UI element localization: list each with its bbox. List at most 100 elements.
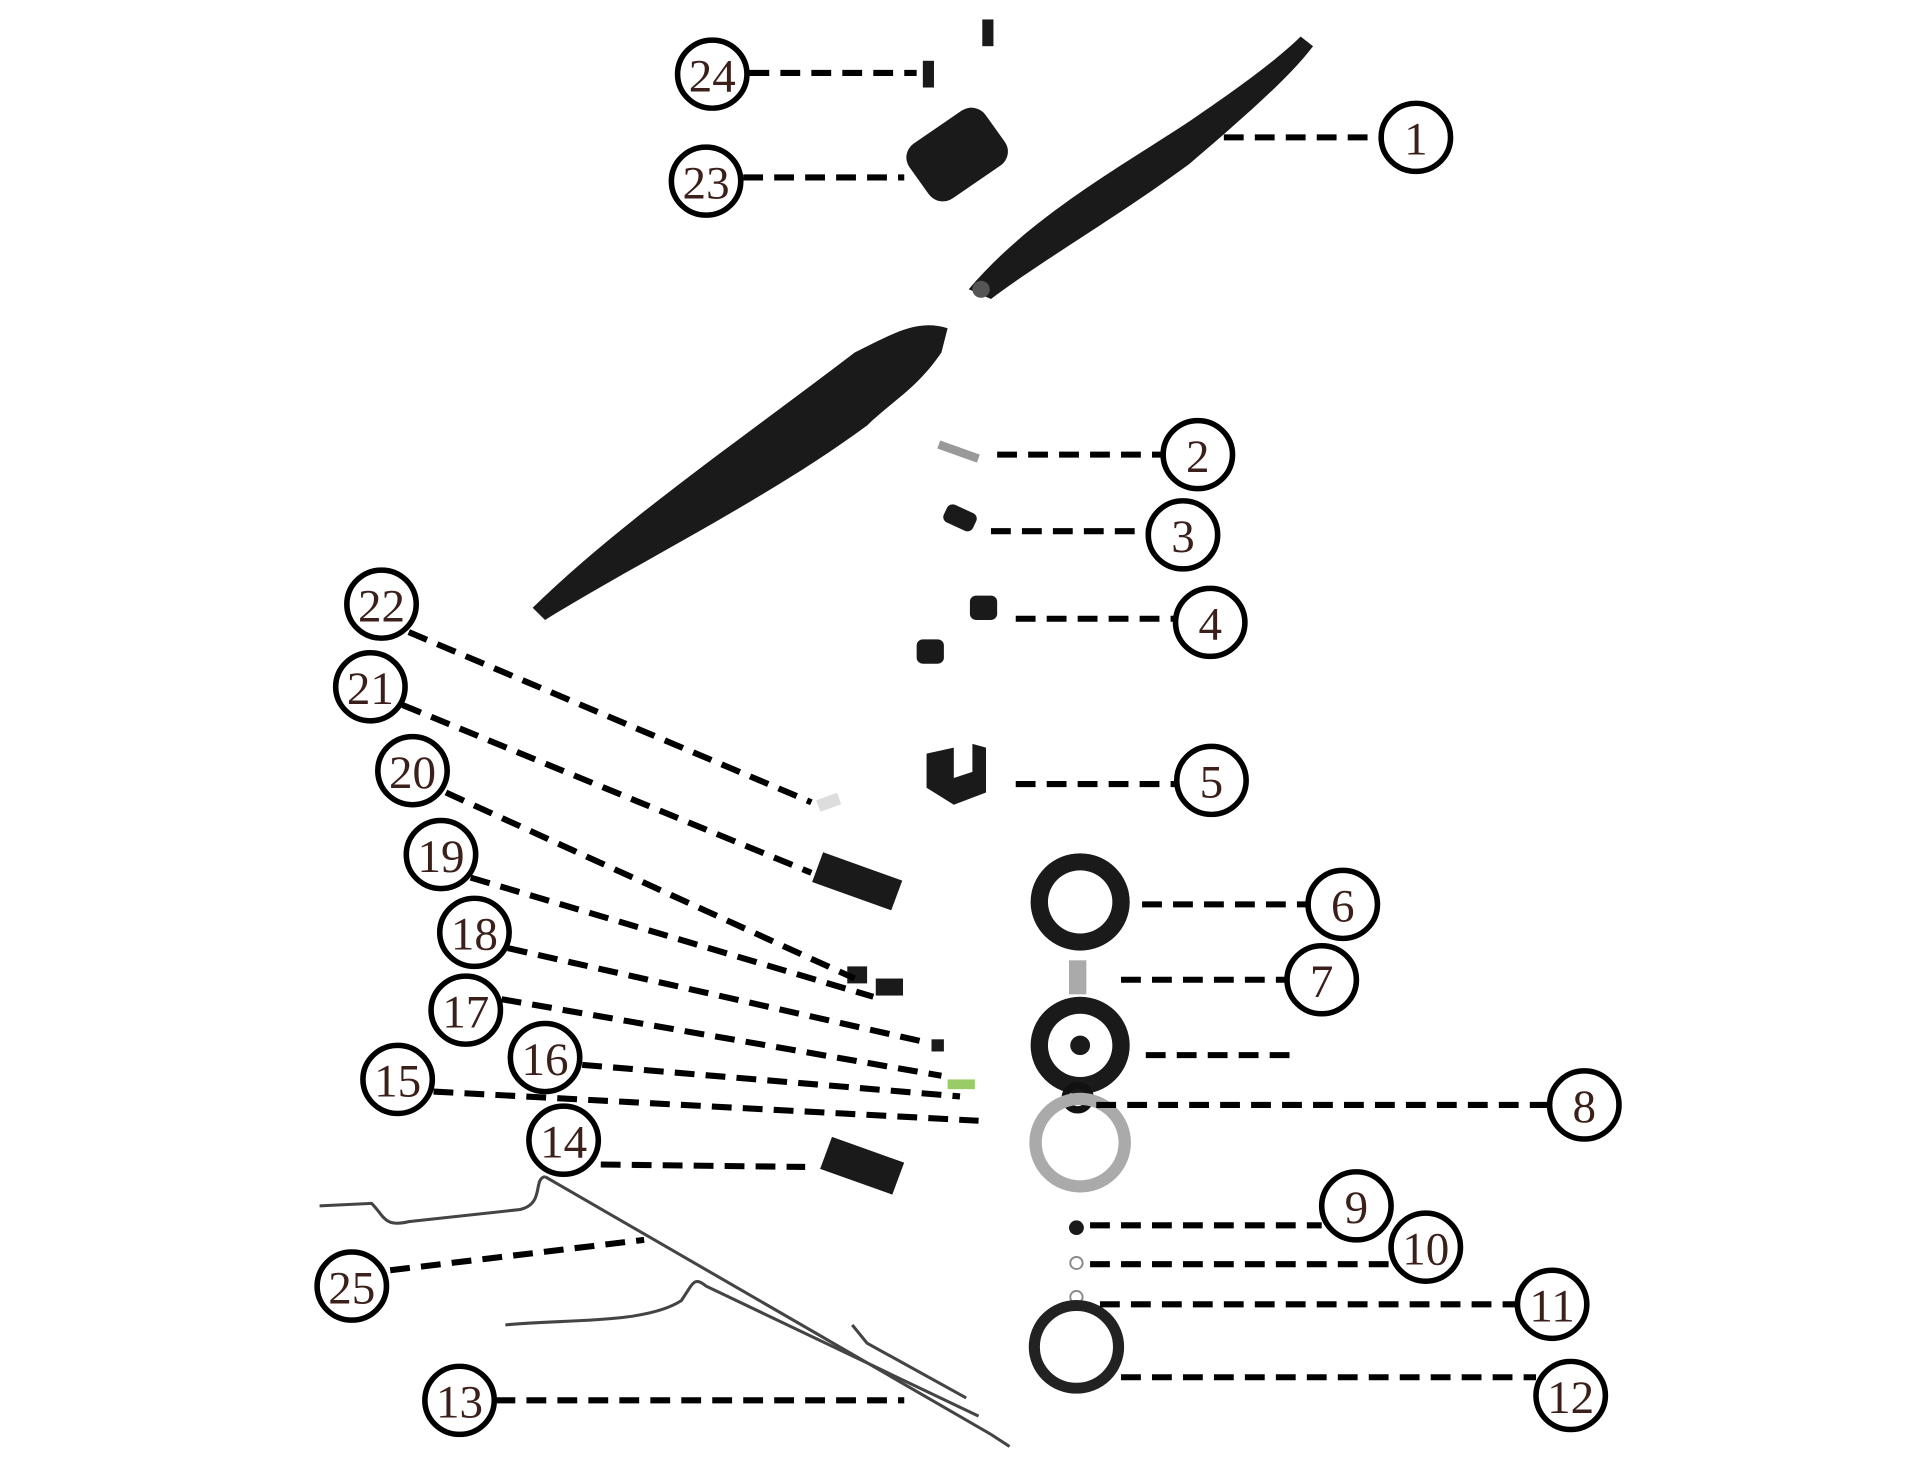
callout-number: 18	[451, 909, 498, 961]
damper-2	[916, 639, 944, 664]
callout-circle	[1318, 1169, 1394, 1243]
washer-9	[1069, 1220, 1084, 1236]
gear-hub	[1070, 1035, 1091, 1056]
callout-10: 10	[1388, 1210, 1464, 1284]
mount-bracket	[926, 743, 987, 805]
callout-16: 16	[507, 1020, 583, 1095]
callout-number: 12	[1547, 1372, 1594, 1424]
blade-hole	[972, 280, 990, 298]
blade-hub-clamp	[906, 107, 1008, 202]
callout-5: 5	[1173, 743, 1249, 818]
callout-number: 16	[522, 1034, 569, 1086]
callout-3: 3	[1145, 498, 1221, 572]
spring	[937, 440, 980, 463]
callout-circle	[375, 733, 450, 808]
callout-circle	[668, 144, 744, 218]
callout-number: 14	[540, 1117, 587, 1169]
callout-circle	[1173, 743, 1249, 818]
callout-number: 5	[1200, 757, 1224, 809]
cable-13-branch	[505, 1280, 980, 1418]
callout-number: 13	[436, 1377, 483, 1429]
callout-20: 20	[375, 733, 450, 808]
wire-terminals	[947, 1079, 975, 1090]
callout-14: 14	[526, 1103, 602, 1177]
callout-13: 13	[422, 1363, 498, 1438]
callout-circle	[1160, 417, 1236, 492]
connector-b	[875, 978, 904, 996]
parts-layer	[319, 19, 1314, 1448]
screw	[922, 60, 934, 88]
callout-circle	[403, 817, 479, 892]
sensor-ring	[1028, 1300, 1125, 1394]
callout-number: 17	[442, 987, 489, 1039]
callout-circle	[332, 650, 408, 724]
callout-number: 4	[1198, 599, 1222, 651]
callout-number: 10	[1402, 1224, 1449, 1276]
leader-line-21	[401, 702, 813, 876]
callout-number: 20	[389, 747, 436, 799]
callout-circle	[1533, 1358, 1609, 1433]
callout-circle	[436, 895, 512, 970]
leader-line-15	[433, 1088, 979, 1124]
callout-circle	[1172, 585, 1248, 660]
callout-number: 11	[1529, 1281, 1574, 1333]
callout-number: 3	[1171, 512, 1195, 564]
callout-18: 18	[436, 895, 512, 970]
callout-17: 17	[428, 973, 504, 1047]
callout-circle	[1546, 1068, 1622, 1142]
callout-circle	[428, 973, 504, 1047]
cable-13-lead	[851, 1324, 967, 1400]
leader-line-16	[581, 1061, 961, 1100]
clip	[931, 1039, 944, 1052]
cable-25	[319, 1175, 546, 1225]
callout-circle	[1388, 1210, 1464, 1284]
callout-number: 21	[347, 663, 394, 715]
callout-number: 22	[358, 581, 405, 633]
leader-line-14	[600, 1161, 806, 1170]
leader-line-22	[407, 629, 813, 806]
thermal-pad	[816, 792, 842, 812]
leader-line-18	[507, 945, 930, 1046]
callout-number: 24	[689, 51, 736, 103]
propeller-blade-upper	[968, 36, 1314, 300]
callout-number: 25	[328, 1263, 375, 1315]
callout-circle	[674, 37, 750, 111]
callout-22: 22	[344, 567, 419, 641]
callout-11: 11	[1514, 1267, 1590, 1342]
esc-module	[812, 852, 903, 911]
callout-circle	[344, 567, 419, 641]
gear-silver	[1029, 1092, 1131, 1193]
callout-circle	[1305, 867, 1381, 942]
callout-7: 7	[1284, 942, 1360, 1017]
ring-plate-hole	[1047, 870, 1113, 934]
callout-12: 12	[1533, 1358, 1609, 1433]
callout-circle	[1145, 498, 1221, 572]
callout-23: 23	[668, 144, 744, 218]
callout-4: 4	[1172, 585, 1248, 660]
washer-10	[1069, 1255, 1084, 1270]
callout-number: 2	[1186, 431, 1210, 483]
callout-number: 23	[683, 158, 730, 210]
board	[820, 1136, 905, 1195]
callout-6: 6	[1305, 867, 1381, 942]
cable-13-main	[544, 1175, 1011, 1448]
callout-circle	[507, 1020, 583, 1095]
callout-circle	[314, 1249, 390, 1323]
callout-circle	[526, 1103, 602, 1177]
damper-1	[969, 595, 998, 620]
callout-9: 9	[1318, 1169, 1394, 1243]
callout-15: 15	[360, 1042, 436, 1117]
callout-number: 15	[374, 1056, 421, 1108]
callout-circle	[1284, 942, 1360, 1017]
leader-line-19	[469, 874, 875, 1000]
callout-1: 1	[1378, 100, 1454, 175]
leader-line-17	[501, 996, 942, 1079]
callout-21: 21	[332, 650, 408, 724]
leader-line-25	[389, 1236, 645, 1274]
callout-circle	[422, 1363, 498, 1438]
callout-25: 25	[314, 1249, 390, 1323]
callout-8: 8	[1546, 1068, 1622, 1142]
screw-top	[982, 19, 994, 47]
